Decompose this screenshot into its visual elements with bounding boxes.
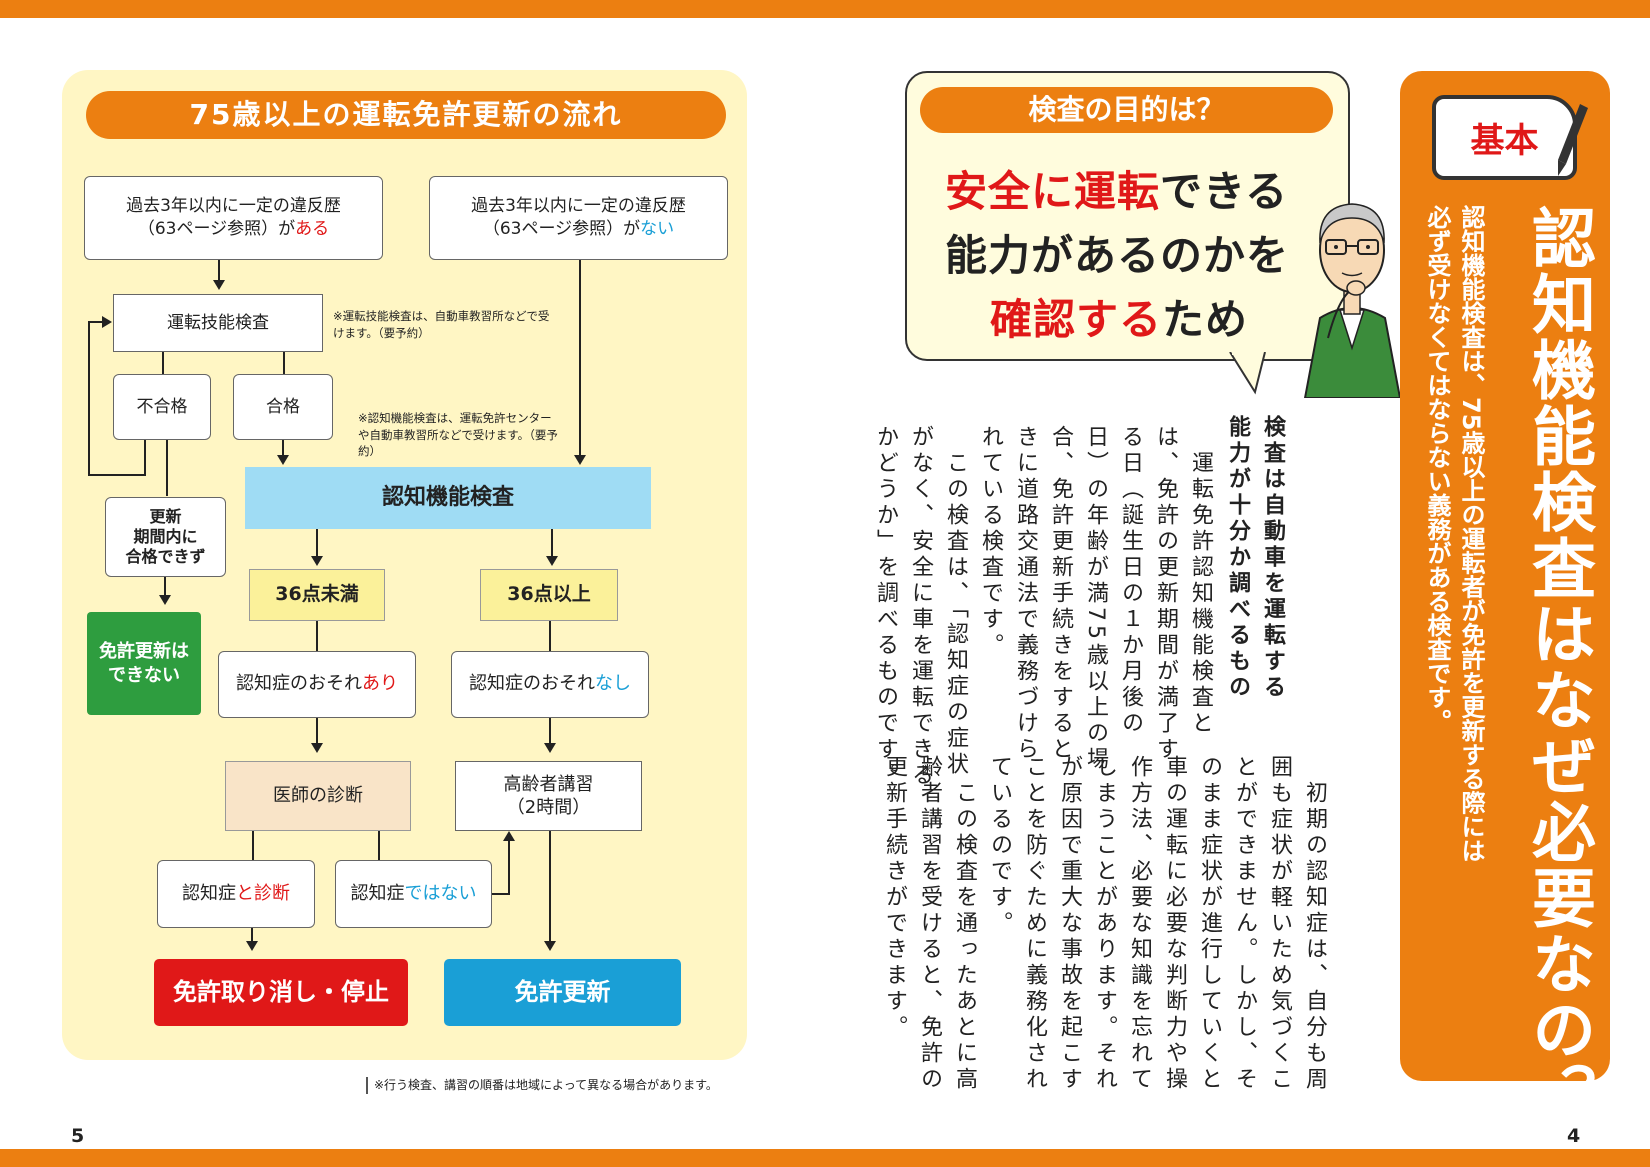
connector bbox=[282, 440, 284, 460]
skill-test-note: ※運転技能検査は、自動車教習所などで受けます。（要予約） bbox=[333, 309, 550, 340]
violation-no-box: 過去3年以内に一定の違反歴 （63ページ参照）がない bbox=[429, 176, 728, 260]
no-pass-box: 更新 期間内に 合格できず bbox=[105, 497, 226, 577]
connector bbox=[378, 831, 380, 861]
diagnosed-dementia-box: 認知症と診断 bbox=[157, 860, 315, 928]
connector bbox=[316, 621, 318, 651]
page-number-left: 5 bbox=[71, 1125, 85, 1147]
arrow bbox=[246, 941, 258, 951]
arrow bbox=[503, 831, 515, 841]
connector bbox=[549, 621, 551, 651]
arrow bbox=[544, 941, 556, 951]
purpose-line-1: 安全に運転できる bbox=[945, 167, 1289, 216]
article-heading: 検査は自動車を運転する 能力が十分か調べるもの bbox=[1225, 415, 1285, 701]
connector bbox=[283, 352, 285, 374]
pencil-icon bbox=[1558, 104, 1588, 176]
connector bbox=[251, 928, 253, 943]
bottom-bar bbox=[0, 1149, 1650, 1167]
connector bbox=[166, 440, 168, 496]
cognitive-test-note: ※認知機能検査は、運転免許センターや自動車教習所などで受けます。（要予約） bbox=[358, 411, 558, 459]
purpose-line-3: 確認するため bbox=[990, 295, 1249, 344]
license-renewed-box: 免許更新 bbox=[444, 959, 681, 1026]
connector bbox=[218, 260, 220, 280]
flowchart-title: 75歳以上の運転免許更新の流れ bbox=[86, 91, 726, 139]
license-revoked-box: 免許取り消し・停止 bbox=[154, 959, 408, 1026]
doctor-diagnosis-box: 医師の診断 bbox=[225, 761, 411, 831]
arrow bbox=[213, 280, 225, 290]
arrow bbox=[277, 455, 289, 465]
dementia-risk-yes: 認知症のおそれあり bbox=[218, 651, 416, 718]
connector bbox=[579, 260, 581, 456]
cognitive-test-box: 認知機能検査 bbox=[245, 467, 651, 529]
arrow bbox=[311, 556, 323, 566]
fail-box: 不合格 bbox=[113, 374, 211, 440]
arrow bbox=[102, 316, 112, 328]
connector bbox=[164, 577, 166, 595]
old-man-illustration bbox=[1303, 203, 1402, 398]
connector bbox=[549, 831, 551, 943]
connector bbox=[88, 321, 90, 476]
pass-box: 合格 bbox=[233, 374, 333, 440]
connector bbox=[551, 529, 553, 559]
senior-course-box: 高齢者講習 （2時間） bbox=[455, 761, 642, 831]
header-panel bbox=[1400, 71, 1610, 1081]
score-36-or-more: 36点以上 bbox=[480, 569, 618, 621]
arrow bbox=[546, 556, 558, 566]
main-title: 認知機能検査はなぜ必要なの？ bbox=[1521, 205, 1595, 1129]
connector bbox=[492, 893, 510, 895]
connector bbox=[88, 474, 146, 476]
purpose-title: 検査の目的は？ bbox=[920, 87, 1333, 133]
connector bbox=[316, 529, 318, 559]
dementia-risk-no: 認知症のおそれなし bbox=[451, 651, 649, 718]
arrow bbox=[544, 743, 556, 753]
connector bbox=[144, 440, 146, 476]
cannot-renew-box: 免許更新は できない bbox=[87, 612, 201, 715]
skill-test-box: 運転技能検査 bbox=[113, 294, 323, 352]
article-paragraph-1: 運転免許認知機能検査と は、免許の更新期間が満了す る日（誕生日の１か月後の 日… bbox=[873, 425, 1213, 789]
connector bbox=[316, 718, 318, 744]
purpose-line-2: 能力があるのかを bbox=[945, 231, 1290, 280]
connector bbox=[88, 321, 102, 323]
connector bbox=[162, 352, 164, 374]
arrow bbox=[311, 743, 323, 753]
page-number-right: 4 bbox=[1567, 1125, 1581, 1147]
arrow bbox=[159, 595, 171, 605]
speech-bubble-tail bbox=[1229, 352, 1266, 395]
article-paragraph-2: 初期の認知症は、自分も周 囲も症状が軽いため気づくこ とができません。しかし、そ… bbox=[882, 755, 1327, 1093]
connector bbox=[252, 831, 254, 861]
violation-yes-box: 過去3年以内に一定の違反歴 （63ページ参照）がある bbox=[84, 176, 383, 260]
connector bbox=[549, 718, 551, 744]
score-under-36: 36点未満 bbox=[249, 569, 385, 621]
flowchart-footnote: ※行う検査、講習の順番は地域によって異なる場合があります。 bbox=[366, 1077, 746, 1095]
subtitle: 認知機能検査は、75歳以上の運転者が免許を更新する際には 必ず受けなくてはならな… bbox=[1423, 205, 1485, 863]
not-dementia-box: 認知症ではない bbox=[335, 860, 492, 928]
top-bar bbox=[0, 0, 1650, 18]
connector bbox=[508, 839, 510, 895]
arrow bbox=[574, 455, 586, 465]
